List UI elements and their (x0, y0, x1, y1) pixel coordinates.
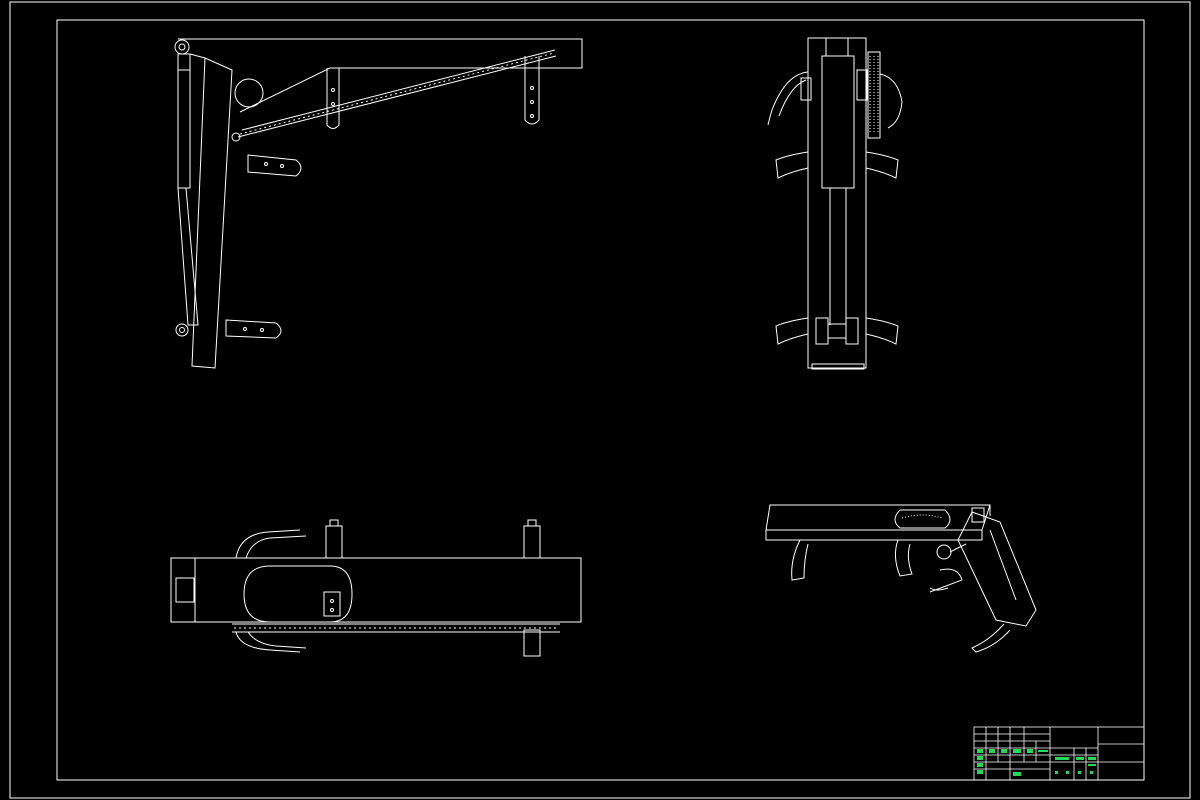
plan-view (170, 519, 582, 657)
front-view (174, 38, 583, 369)
sheet-inner-border (56, 19, 1145, 781)
sheet-outer-border (9, 1, 1191, 799)
title-block (973, 726, 1145, 781)
isometric-view (765, 504, 1037, 653)
side-view (767, 37, 903, 370)
